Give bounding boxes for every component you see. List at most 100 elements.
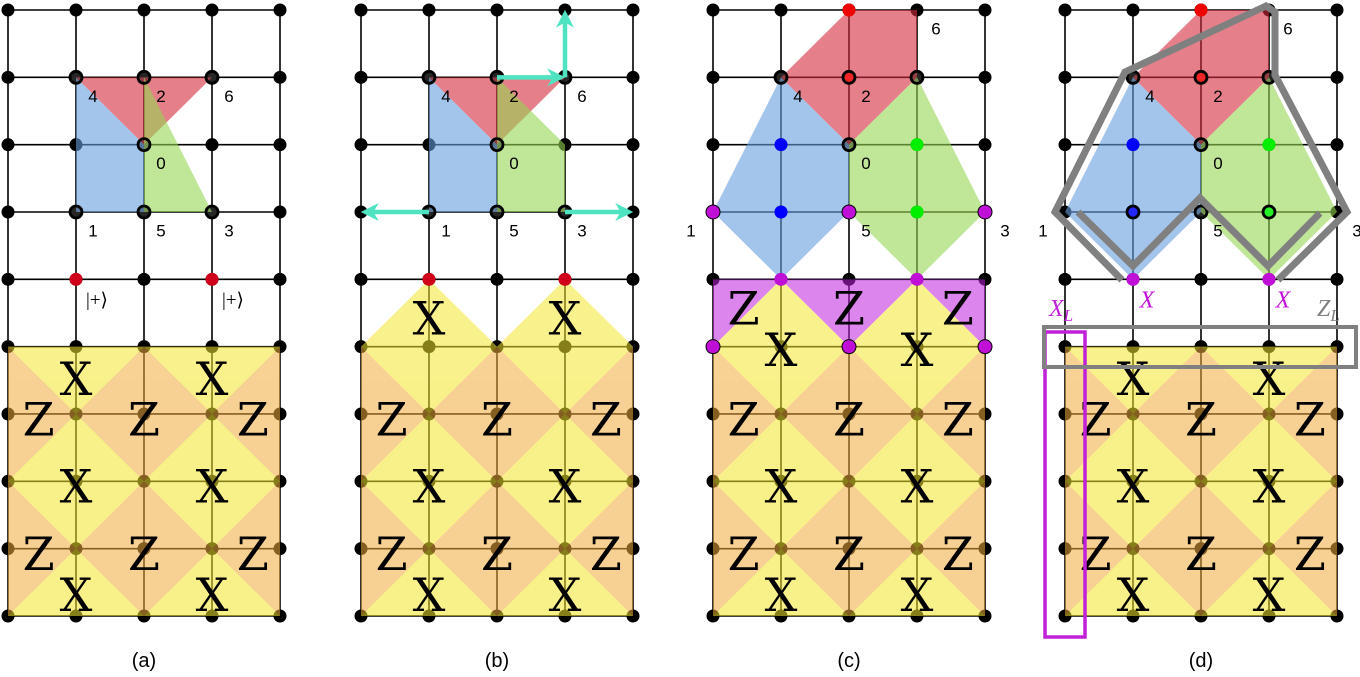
qubit-dot (1058, 272, 1072, 286)
stabilizer-label: X (549, 568, 582, 622)
stabilizer-label: X (60, 568, 93, 622)
panel-caption: (a) (132, 650, 156, 672)
measurement-x-label: X (1275, 287, 1292, 313)
stabilizer-label: X (901, 323, 934, 377)
logical-x-subscript: L (1063, 306, 1073, 325)
qubit-dot (1330, 3, 1344, 17)
qubit-dot (706, 138, 720, 152)
qubit-dot (137, 272, 151, 286)
stabilizer-patch (1065, 346, 1337, 616)
qubit-dot (354, 272, 368, 286)
colored-qubits (705, 3, 993, 355)
qubit-dot (1058, 70, 1072, 84)
stabilizer-label: X (196, 568, 229, 622)
qubit-label-0: 0 (1213, 154, 1222, 173)
outline-inner (1075, 193, 1323, 271)
x-stabilizer-plaquette (1065, 548, 1201, 616)
open-qubit-1 (1125, 204, 1141, 220)
stabilizer-label: Z (23, 392, 55, 446)
red-qubit (842, 3, 856, 17)
open-qubit-2 (1193, 69, 1209, 85)
stabilizer-label: Z (833, 281, 865, 335)
panel-caption: (d) (1189, 650, 1213, 672)
stabilizer-label: Z (590, 392, 622, 446)
stabilizer-label: Z (237, 392, 269, 446)
stabilizer-label: Z (128, 392, 160, 446)
qubit-label-0: 0 (861, 154, 870, 173)
colored-qubits (422, 272, 572, 286)
open-qubit-5 (136, 204, 152, 220)
stabilizer-label: X (549, 460, 582, 514)
open-qubit-0 (489, 137, 505, 153)
stabilizer-label: X (1253, 568, 1286, 622)
qubit-label-0: 0 (156, 154, 165, 173)
blue-region (429, 77, 497, 212)
stabilizer-label: Z (728, 527, 760, 581)
colored-qubits (69, 272, 219, 286)
stabilizer-label: Z (942, 392, 974, 446)
x-stabilizer-plaquette (497, 548, 633, 616)
qubit-label-4: 4 (441, 87, 450, 106)
panel-caption: (b) (485, 650, 509, 672)
x-stabilizer-plaquette (1065, 413, 1201, 549)
x-stabilizer-plaquette (713, 413, 849, 549)
qubit-label-3: 3 (1000, 221, 1009, 240)
stabilizer-label: X (1253, 460, 1286, 514)
merged-z-stabilizer-region (713, 279, 985, 347)
green-qubit (910, 205, 924, 219)
logical-z-operator-outline (1042, 325, 1358, 369)
qubit-dot (273, 3, 287, 17)
stabilizer-label: Z (833, 527, 865, 581)
measured-qubit (1262, 272, 1276, 286)
stabilizer-label: Z (1185, 527, 1217, 581)
stabilizer-label: X (901, 460, 934, 514)
qubit-label-5: 5 (861, 221, 870, 240)
qubit-dot (273, 205, 287, 219)
qubit-dot (1, 138, 15, 152)
panel-caption: (c) (837, 650, 860, 672)
x-stabilizer-plaquette (849, 279, 985, 414)
qubit-dot (205, 138, 219, 152)
blue-qubit (774, 138, 788, 152)
stabilizer-label: Z (481, 392, 513, 446)
open-qubit-4 (773, 69, 789, 85)
green-region (849, 77, 985, 280)
qubit-label-6: 6 (577, 87, 586, 106)
qubit-dot (69, 3, 83, 17)
qubit-dot (205, 3, 219, 17)
qubit-dot (1194, 272, 1208, 286)
x-stabilizer-plaquette (8, 548, 144, 616)
x-stabilizer-plaquette (1065, 346, 1201, 414)
green-qubit (1262, 205, 1276, 219)
qubit-dot (490, 272, 504, 286)
plus-state-label: |+⟩ (86, 290, 108, 311)
blue-region (713, 77, 849, 280)
qubit-dot (490, 3, 504, 17)
qubit-label-2: 2 (156, 87, 165, 106)
plus-state-qubit (205, 272, 219, 286)
qubit-label-1: 1 (686, 221, 695, 240)
merged-patch-outline (1050, 1, 1352, 283)
stabilizer-label: X (60, 352, 93, 406)
move-arrows (360, 9, 634, 221)
stabilizer-label: Z (1185, 392, 1217, 446)
logical-z-subscript: L (1329, 306, 1339, 325)
qubit-label-3: 3 (577, 221, 586, 240)
qubit-label-4: 4 (88, 87, 97, 106)
open-qubit-2 (136, 69, 152, 85)
green-qubit (1262, 138, 1276, 152)
qubit-dot (1058, 138, 1072, 152)
qubit-dot (354, 138, 368, 152)
open-qubit-0 (1193, 137, 1209, 153)
x-stabilizer-plaquette (1201, 346, 1337, 414)
stabilizer-label: Z (23, 527, 55, 581)
measured-qubit (774, 272, 788, 286)
stabilizer-label: Z (728, 281, 760, 335)
qubit-label-2: 2 (509, 87, 518, 106)
qubit-dot (706, 70, 720, 84)
qubit-dot (978, 3, 992, 17)
logical-z-symbol: Z (1317, 296, 1331, 322)
open-qubit-3 (1261, 204, 1277, 220)
stabilizer-label: Z (728, 392, 760, 446)
